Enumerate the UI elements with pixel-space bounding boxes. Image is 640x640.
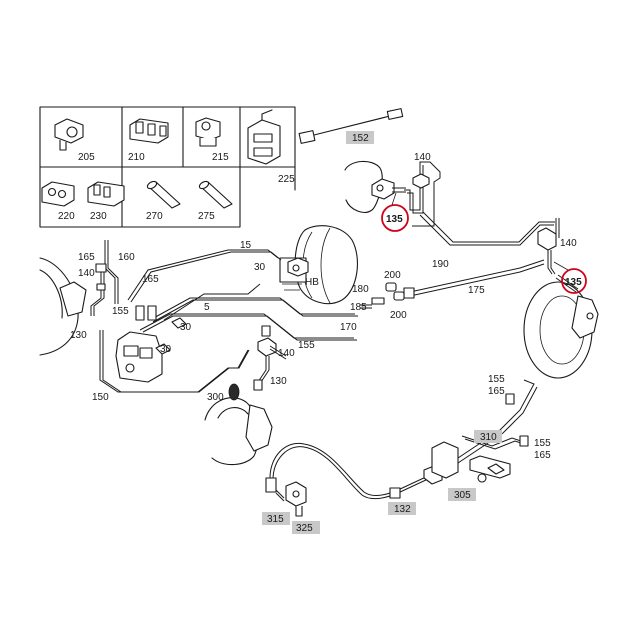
label-270: 270	[146, 211, 163, 222]
part-275-sleeve[interactable]: 275	[198, 180, 233, 222]
svg-text:HB: HB	[305, 277, 319, 288]
label-30-b: 30	[180, 322, 192, 333]
label-30-c: 30	[160, 344, 172, 355]
label-15: 15	[240, 240, 252, 251]
label-130-mid: 130	[270, 376, 287, 387]
line-150[interactable]: 150	[92, 330, 250, 403]
highlight-135-right[interactable]: 135	[553, 261, 587, 294]
part-230-clip[interactable]: 230	[87, 181, 125, 222]
label-190: 190	[432, 259, 449, 270]
label-220: 220	[58, 211, 75, 222]
label-200-upper: 200	[384, 270, 401, 281]
part-210-clip[interactable]: 210	[128, 118, 169, 163]
label-5: 5	[204, 302, 210, 313]
label-152: 152	[352, 133, 369, 144]
label-165-rear-top: 165	[488, 386, 505, 397]
part-220-clip[interactable]: 220	[41, 181, 75, 222]
left-fittings[interactable]: 165 140 160 165 130	[70, 252, 159, 341]
label-215: 215	[212, 152, 229, 163]
line-175-190[interactable]: 190 175	[403, 259, 545, 299]
line-bundle-5-15-170[interactable]: 15 30 5 170	[104, 240, 358, 341]
part-225-bracket[interactable]: 225	[247, 109, 295, 185]
label-155-mid: 155	[298, 340, 315, 351]
label-30-a: 30	[254, 262, 266, 273]
valve-block[interactable]: 155 30 30	[112, 305, 192, 383]
label-165-left: 165	[78, 252, 95, 263]
label-140-upper: 140	[414, 152, 431, 163]
bracket-315-325[interactable]: 315 325	[262, 481, 320, 534]
rear-distributor-305-310[interactable]: 310 305 155 165 155 165	[431, 374, 551, 501]
label-225: 225	[278, 174, 295, 185]
part-152-brake-line[interactable]: 152	[298, 108, 404, 144]
label-165-rear-right: 165	[534, 450, 551, 461]
label-200-lower: 200	[390, 310, 407, 321]
right-bracket-140[interactable]: 140	[537, 218, 577, 275]
label-305: 305	[454, 490, 471, 501]
part-205-bleeder-valve[interactable]: 205	[54, 118, 95, 163]
middle-clip-fittings[interactable]: 155 140 130	[253, 325, 315, 391]
part-215-holder[interactable]: 215	[195, 117, 229, 163]
rear-left-brake-disc[interactable]: 300	[204, 383, 273, 466]
label-135-upper: 135	[386, 214, 403, 225]
label-315: 315	[267, 514, 284, 525]
label-140-right: 140	[560, 238, 577, 249]
label-210: 210	[128, 152, 145, 163]
left-brake-disc[interactable]	[39, 257, 87, 356]
label-155-left: 155	[112, 306, 129, 317]
brake-system-assembly: HB 140 140	[39, 152, 599, 534]
label-140-mid: 140	[278, 348, 295, 359]
brake-booster[interactable]: HB	[279, 225, 358, 305]
label-170: 170	[340, 322, 357, 333]
label-132: 132	[394, 504, 411, 515]
label-300: 300	[207, 392, 224, 403]
label-185: 185	[350, 302, 367, 313]
upper-brake-line[interactable]: 140	[404, 152, 555, 246]
parts-inset-grid: 205 210 215 225 220	[39, 106, 404, 228]
label-205: 205	[78, 152, 95, 163]
right-brake-disc[interactable]	[523, 274, 599, 379]
label-155-rear-top: 155	[488, 374, 505, 385]
label-165-mid: 165	[142, 274, 159, 285]
label-160: 160	[118, 252, 135, 263]
label-325: 325	[296, 523, 313, 534]
line-132-hose[interactable]: 132	[265, 442, 449, 515]
label-175: 175	[468, 285, 485, 296]
label-135-right: 135	[565, 277, 582, 288]
highlight-135-upper[interactable]: 135	[381, 192, 409, 232]
label-180: 180	[352, 284, 369, 295]
label-275: 275	[198, 211, 215, 222]
part-270-sleeve[interactable]: 270	[146, 180, 181, 222]
label-310: 310	[480, 432, 497, 443]
label-155-rear-right: 155	[534, 438, 551, 449]
upper-valve-block[interactable]	[344, 160, 406, 213]
label-140-left: 140	[78, 268, 95, 279]
label-150: 150	[92, 392, 109, 403]
label-130-left: 130	[70, 330, 87, 341]
label-230: 230	[90, 211, 107, 222]
connectors-180-185-200[interactable]: 200 200 180 185	[350, 270, 407, 321]
